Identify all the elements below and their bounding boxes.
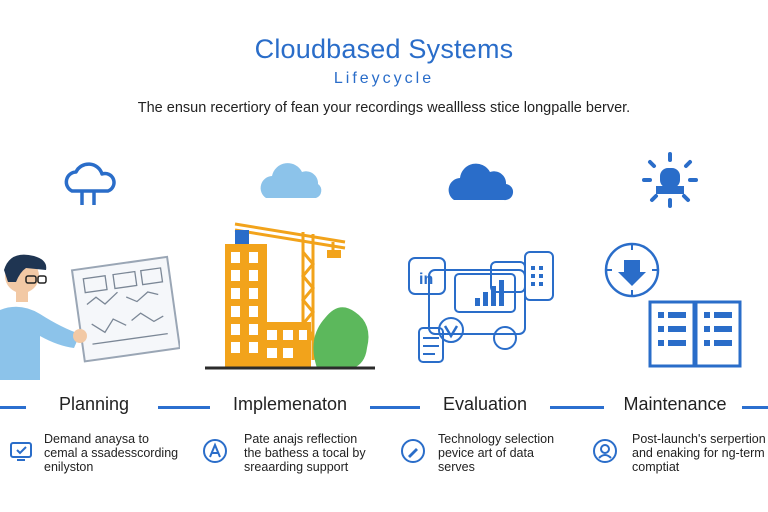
stage-label-planning: Planning xyxy=(58,394,130,414)
stage-description-maintenance: Post-launch's serpertion and enaking for… xyxy=(632,432,766,474)
tagline: The ensun recertiory of fean your record… xyxy=(137,100,631,116)
page-subtitle: Lifeycycle xyxy=(333,70,435,87)
support-agent-icon xyxy=(593,439,617,463)
linkedin-badge: in xyxy=(419,271,433,288)
page-title: Cloudbased Systems xyxy=(254,34,514,64)
cloud-network-icon xyxy=(64,162,116,205)
desc-line: and enaking for ng-term xyxy=(632,446,765,460)
timeline-segment xyxy=(158,406,210,409)
desc-line: enilyston xyxy=(44,460,94,474)
stage-description-evaluation: Technology selection pevice art of data … xyxy=(438,432,578,474)
analysis-a-icon xyxy=(203,439,227,463)
stage-description-planning: Demand anaysa to cemal a ssadesscording … xyxy=(44,432,184,474)
maintenance-illustration xyxy=(604,242,742,368)
timeline-segment xyxy=(742,406,768,409)
stage-label-evaluation: Evaluation xyxy=(442,394,528,414)
desc-line: comptiat xyxy=(632,460,680,474)
implementation-illustration xyxy=(205,222,375,370)
desc-line: Pate anajs reflection xyxy=(244,432,358,446)
timeline-segment xyxy=(0,406,26,409)
evaluation-illustration: in xyxy=(408,251,554,363)
timeline-segment xyxy=(370,406,420,409)
pen-tool-icon xyxy=(401,439,425,463)
monitor-icon xyxy=(10,442,32,461)
desc-line: sreaarding support xyxy=(244,460,349,474)
desc-line: serves xyxy=(438,460,475,474)
stage-label-maintenance: Maintenance xyxy=(623,394,727,414)
stage-description-implementation: Pate anajs reflection the bathess a toca… xyxy=(244,432,384,474)
desc-line: Demand anaysa to xyxy=(44,432,149,446)
sensor-alert-icon xyxy=(642,152,698,208)
desc-line: pevice art of data xyxy=(438,446,534,460)
desc-line: cemal a ssadesscording xyxy=(44,446,179,460)
desc-line: Technology selection xyxy=(438,432,555,446)
timeline-segment xyxy=(550,406,604,409)
desc-line: the bathess a tocal by xyxy=(244,446,366,460)
planning-illustration xyxy=(0,254,180,380)
cloud-icon-dark xyxy=(448,163,514,201)
cloud-icon-light xyxy=(260,163,322,198)
desc-line: Post-launch's serpertion xyxy=(632,432,766,446)
stage-label-implementation: Implemenaton xyxy=(232,394,348,414)
